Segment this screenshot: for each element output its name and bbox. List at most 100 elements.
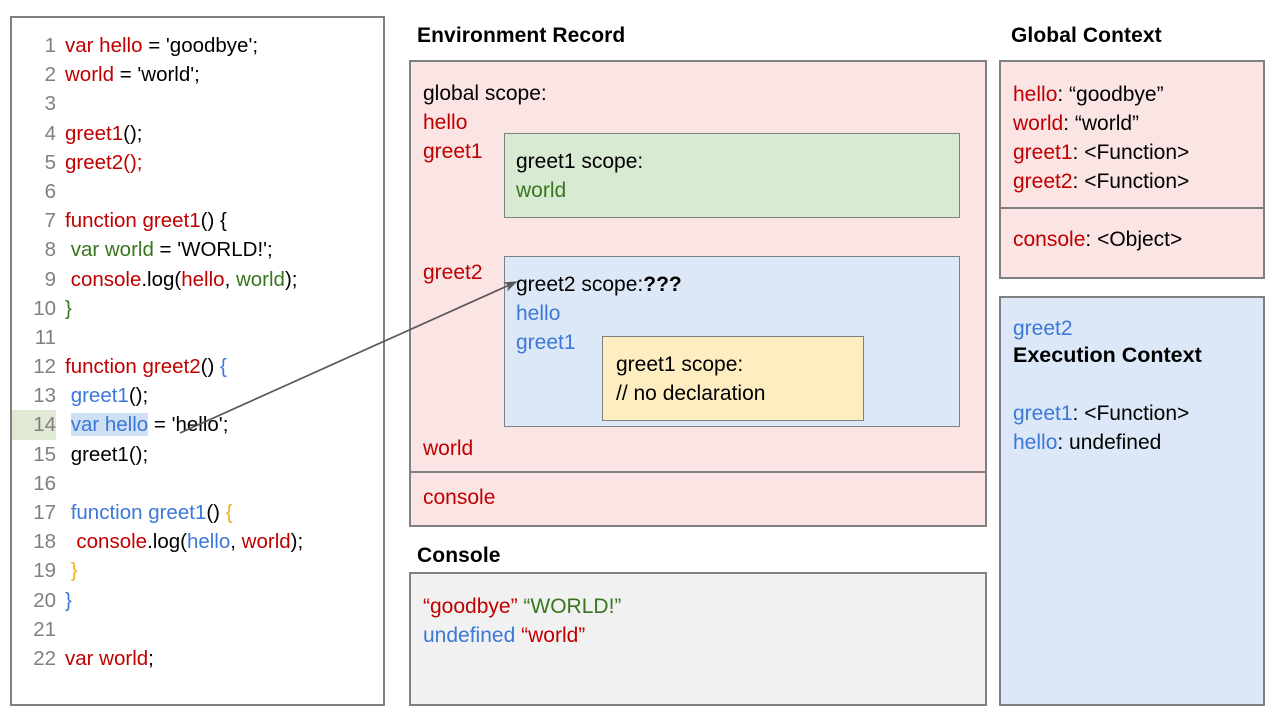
code-token: } — [65, 296, 72, 320]
console-output-line-1: “goodbye” “WORLD!” — [423, 592, 621, 621]
code-token: , — [224, 267, 236, 291]
code-token: = 'WORLD!'; — [153, 238, 273, 262]
code-line-number: 5 — [44, 150, 56, 174]
execution-context-entry-hello: hello: undefined — [1013, 428, 1161, 457]
code-token: console — [65, 530, 148, 554]
code-line-number: 11 — [34, 325, 56, 349]
code-line: 20} — [12, 586, 383, 615]
global-context-title: Global Context — [1011, 24, 1162, 47]
code-token: { — [225, 501, 233, 524]
code-token: } — [65, 588, 72, 612]
greet2-scope-binding-hello: hello — [516, 302, 561, 325]
env-binding-world: world — [423, 437, 474, 460]
execution-context-sep-1: : — [1057, 431, 1070, 454]
greet2-scope-box: greet2 scope:??? hello greet1 greet1 sco… — [504, 256, 960, 427]
execution-context-value-hello: undefined — [1069, 431, 1162, 454]
code-line: 9 console.log(hello, world); — [12, 265, 383, 294]
code-token: greet2 — [65, 150, 124, 174]
code-token: world — [235, 267, 285, 291]
code-line-number: 18 — [33, 530, 56, 554]
global-context-value-console: <Object> — [1097, 228, 1183, 251]
greet2-scope-header: greet2 scope:??? — [516, 270, 682, 299]
code-line-text: } — [65, 559, 78, 582]
code-token: () — [200, 355, 220, 379]
greet1-scope-header: greet1 scope: — [516, 150, 644, 173]
code-line: 18 console.log(hello, world); — [12, 527, 383, 556]
env-binding-greet1: greet1 — [423, 140, 483, 163]
code-line: 3 — [12, 89, 383, 118]
code-line-text: greet1(); — [65, 122, 143, 145]
code-token: ); — [284, 267, 298, 291]
code-token: { — [219, 355, 227, 379]
greet2-scope-unknown-marker: ??? — [643, 273, 682, 296]
console-token: “WORLD!” — [523, 595, 622, 618]
code-token: = — [142, 34, 166, 57]
global-context-entry-world: world: “world” — [1013, 109, 1139, 138]
code-line-number: 12 — [33, 355, 56, 379]
code-line: 14 var hello = 'hello'; — [12, 410, 383, 440]
global-context-divider — [1001, 207, 1263, 209]
code-line-text: var hello = 'goodbye'; — [65, 34, 258, 57]
greet1-scope-binding-world: world — [516, 179, 567, 202]
code-line-number: 15 — [33, 442, 56, 466]
code-token: hello — [181, 267, 225, 291]
greet2-scope-binding-greet1: greet1 — [516, 331, 576, 354]
code-token: = 'world'; — [114, 63, 200, 87]
code-token: ; — [148, 646, 154, 670]
global-context-key-hello: hello — [1013, 83, 1058, 106]
code-token: function greet1 — [65, 209, 201, 233]
code-line-number: 13 — [33, 384, 56, 408]
console-output-line-2: undefined “world” — [423, 621, 585, 650]
global-context-value-greet1: <Function> — [1084, 141, 1190, 164]
code-token: () — [206, 501, 226, 524]
code-line-number: 10 — [33, 296, 56, 320]
global-context-entry-console: console: <Object> — [1013, 225, 1182, 254]
code-line: 6 — [12, 177, 383, 206]
code-line-text: world = 'world'; — [65, 63, 200, 86]
code-line-text: function greet1() { — [65, 501, 233, 524]
code-line-number: 6 — [44, 179, 56, 203]
global-context-key-world: world — [1013, 112, 1064, 135]
code-line-text: } — [65, 297, 72, 320]
code-token: var hello — [70, 413, 149, 437]
console-title: Console — [417, 544, 501, 567]
code-line-number: 16 — [33, 471, 56, 495]
global-context-panel: hello: “goodbye” world: “world” greet1: … — [999, 60, 1265, 279]
global-context-entry-greet1: greet1: <Function> — [1013, 138, 1189, 167]
code-token: .log( — [147, 530, 187, 554]
inner-greet1-scope-box: greet1 scope: // no declaration — [602, 336, 864, 421]
env-binding-console: console — [423, 486, 496, 509]
global-context-value-greet2: <Function> — [1084, 170, 1190, 193]
code-line: 15 greet1(); — [12, 440, 383, 469]
code-line: 21 — [12, 615, 383, 644]
code-line-text: greet2(); — [65, 151, 143, 174]
code-token: var hello — [65, 34, 143, 57]
execution-context-value-greet1: <Function> — [1084, 402, 1190, 425]
console-token: “world” — [521, 624, 586, 647]
global-context-sep-0: : — [1057, 83, 1070, 106]
global-context-key-console: console — [1013, 228, 1086, 251]
global-context-value-world: “world” — [1074, 112, 1140, 135]
execution-context-sep-0: : — [1072, 402, 1085, 425]
code-token: } — [65, 559, 78, 583]
inner-greet1-scope-header: greet1 scope: — [616, 353, 744, 376]
code-token: () { — [200, 209, 227, 233]
code-line: 13 greet1(); — [12, 381, 383, 410]
code-token: ); — [290, 530, 304, 554]
global-context-value-hello: “goodbye” — [1069, 83, 1164, 106]
code-line-text: var world = 'WORLD!'; — [65, 238, 273, 261]
code-line-text: var hello = 'hello'; — [65, 413, 228, 437]
code-token: greet1(); — [65, 442, 149, 466]
code-line-number: 7 — [44, 209, 56, 233]
code-line: 17 function greet1() { — [12, 498, 383, 527]
code-line-text: } — [65, 589, 72, 612]
console-token: undefined — [423, 624, 516, 647]
code-token: .log( — [141, 267, 182, 291]
global-scope-label: global scope: — [423, 82, 547, 105]
execution-context-panel: greet2 Execution Context greet1: <Functi… — [999, 296, 1265, 706]
